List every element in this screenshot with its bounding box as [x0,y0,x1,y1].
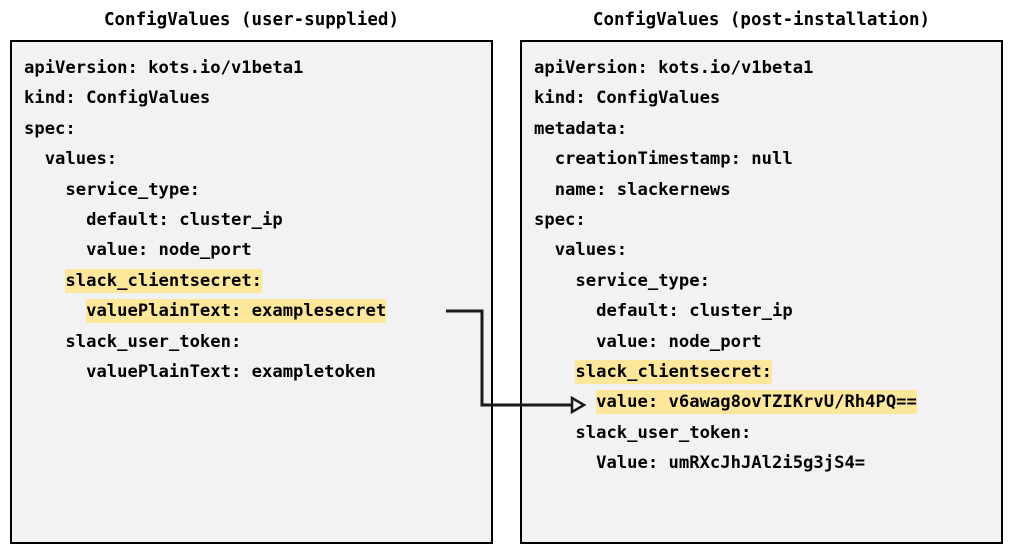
code-indent [534,453,596,473]
left-config-values-code: apiVersion: kots.io/v1beta1 kind: ConfigV… [24,53,491,387]
right-config-values-code: apiVersion: kots.io/v1beta1 kind: ConfigV… [534,53,1001,478]
code-text: slack_clientsecret: [65,268,263,293]
code-text: creationTimestamp: null [554,149,793,170]
right-panel-title: ConfigValues (post-installation) [592,10,931,30]
right-code-line: value: v6awag8ovTZIKrvU/Rh4PQ== [534,387,1001,417]
code-indent [534,423,575,443]
left-code-line: slack_clientsecret: [24,266,491,296]
left-code-line: kind: ConfigValues [24,83,491,113]
code-text: values: [554,240,628,261]
code-text: kind: ConfigValues [24,88,211,109]
code-text: value: v6awag8ovTZIKrvU/Rh4PQ== [596,390,917,415]
left-code-line: values: [24,144,491,174]
code-text: values: [44,149,118,170]
left-code-line: apiVersion: kots.io/v1beta1 [24,53,491,83]
code-text: slack_clientsecret: [575,359,773,384]
code-text: slack_user_token: [65,331,242,352]
code-indent [24,362,86,382]
code-text: spec: [534,209,586,230]
right-code-line: value: node_port [534,327,1001,357]
right-code-line: values: [534,235,1001,265]
code-indent [24,240,86,260]
left-code-line: slack_user_token: [24,327,491,357]
left-code-line: valuePlainText: examplesecret [24,296,491,326]
right-code-line: name: slackernews [534,175,1001,205]
code-text: Value: umRXcJhJAl2i5g3jS4= [596,453,866,474]
code-indent [24,210,86,230]
code-text: spec: [24,118,76,139]
left-code-line: value: node_port [24,235,491,265]
right-code-line: Value: umRXcJhJAl2i5g3jS4= [534,448,1001,478]
code-indent [534,362,575,382]
code-text: valuePlainText: exampletoken [86,361,376,382]
right-config-values-box: apiVersion: kots.io/v1beta1 kind: ConfigV… [520,40,1003,544]
code-indent [534,149,555,169]
right-code-line: slack_clientsecret: [534,357,1001,387]
code-indent [534,332,596,352]
right-code-line: kind: ConfigValues [534,83,1001,113]
code-indent [24,271,65,291]
code-text: kind: ConfigValues [534,88,721,109]
code-indent [24,180,65,200]
right-code-line: default: cluster_ip [534,296,1001,326]
code-indent [534,271,575,291]
code-text: metadata: [534,118,628,139]
right-code-line: service_type: [534,266,1001,296]
left-config-values-box: apiVersion: kots.io/v1beta1 kind: ConfigV… [10,40,493,544]
code-text: valuePlainText: examplesecret [86,299,387,324]
code-indent [534,301,596,321]
right-code-line: creationTimestamp: null [534,144,1001,174]
right-code-line: slack_user_token: [534,418,1001,448]
code-text: name: slackernews [554,179,731,200]
right-code-line: apiVersion: kots.io/v1beta1 [534,53,1001,83]
code-text: service_type: [575,270,710,291]
code-text: service_type: [65,179,200,200]
code-text: apiVersion: kots.io/v1beta1 [24,58,304,78]
code-text: apiVersion: kots.io/v1beta1 [534,58,814,78]
code-text: value: node_port [596,331,762,352]
left-code-line: spec: [24,114,491,144]
code-text: value: node_port [86,240,252,261]
code-indent [534,392,596,412]
code-indent [24,301,86,321]
code-text: slack_user_token: [575,422,752,443]
left-panel-title: ConfigValues (user-supplied) [103,10,399,30]
code-indent [534,240,555,260]
left-code-line: valuePlainText: exampletoken [24,357,491,387]
code-indent [534,180,555,200]
right-code-line: metadata: [534,114,1001,144]
code-text: default: cluster_ip [596,301,793,322]
left-code-line: default: cluster_ip [24,205,491,235]
right-code-line: spec: [534,205,1001,235]
code-indent [24,149,45,169]
code-indent [24,332,65,352]
left-code-line: service_type: [24,175,491,205]
code-text: default: cluster_ip [86,209,283,230]
